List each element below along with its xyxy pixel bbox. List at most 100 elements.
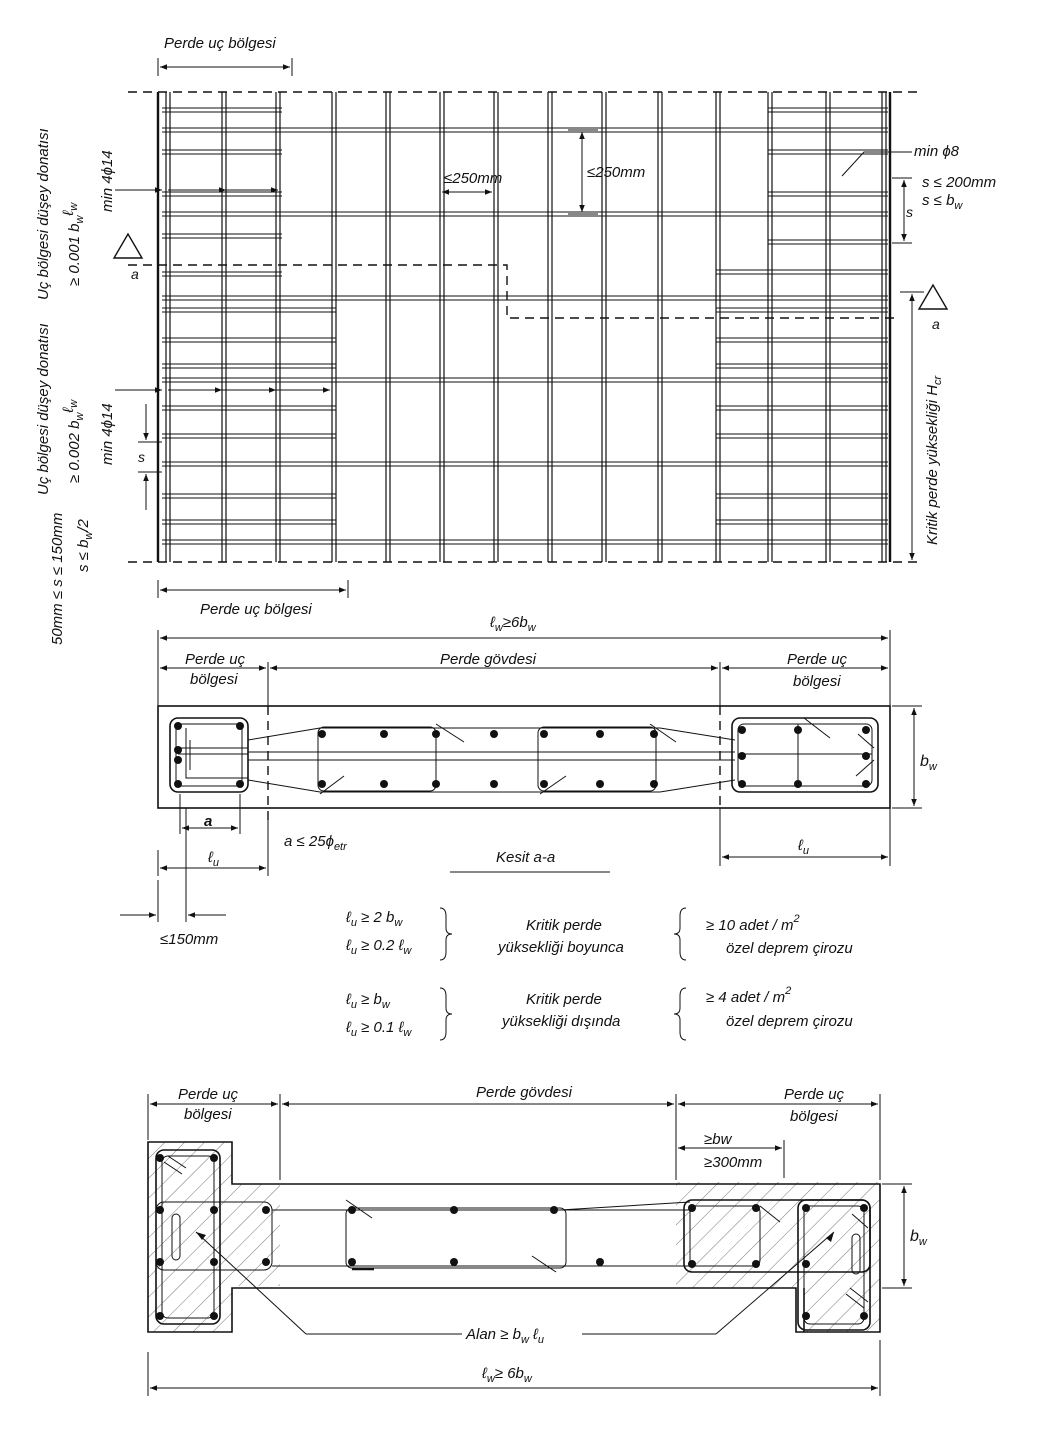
rebar-dot [318,730,326,738]
rule-1-cond-a: Kritik perde [526,917,602,934]
flanged-total-length: ℓw≥ 6bw [481,1365,533,1385]
rebar-dot [174,756,182,764]
rule-1a: ℓu ≥ 2 bw [345,909,403,929]
rebar-dot [156,1154,164,1162]
rebar-dot [236,780,244,788]
rebar-dot [380,780,388,788]
flanged-section: Perde uç bölgesi Perde gövdesi Perde uç … [147,1084,928,1396]
section-a-label: a [204,813,212,830]
rebar-dot [210,1206,218,1214]
rebar-dot [210,1312,218,1320]
rebar-dot [596,1258,604,1266]
min-bar-label: min ϕ8 [914,143,960,160]
rule-2-detail-a: ≥ 4 adet / m2 [706,985,791,1006]
right-s-label: s [906,204,913,220]
vertical-spacing-label: ≤250mm [587,164,645,181]
spacing-range: 50mm ≤ s ≤ 150mm [49,513,66,645]
vertical-bars [165,92,887,562]
section-lu-right: ℓu [797,837,809,857]
upper-end-zone-rebar-label: Uç bölgesi düşey donatısı [35,128,52,300]
rebar-dot [432,730,440,738]
rebar-dot [540,730,548,738]
rebar-dot [490,780,498,788]
flanged-bw: bw [910,1228,928,1248]
section-mark-right [917,283,949,310]
section-right-zone-2: bölgesi [793,673,841,690]
elevation-view: Perde uç bölgesi a a s [35,35,996,645]
rebar-dot [596,780,604,788]
rebar-dot [450,1258,458,1266]
rebar-dot [738,752,746,760]
rule-1-cond-b: yüksekliği boyunca [497,939,624,956]
critical-height-label: Kritik perde yüksekliği Hcr [924,374,944,545]
spacing-limit: s ≤ bw/2 [75,518,95,572]
rebar-dot [236,722,244,730]
rules-table: ℓu ≥ 2 bw ℓu ≥ 0.2 ℓw Kritik perde yükse… [345,907,853,1041]
rebar-dot [802,1204,810,1212]
rebar-dot [794,780,802,788]
rebar-dot [860,1204,868,1212]
section-total-length: ℓw≥6bw [489,614,537,634]
rebar-dot [450,1206,458,1214]
rebar-dot [738,780,746,788]
upper-end-zone-ratio: ≥ 0.001 bwℓw [60,202,86,286]
rebar-dot [550,1206,558,1214]
section-longitudinal-bars [174,722,870,788]
rule-2-cond-a: Kritik perde [526,991,602,1008]
rebar-dot [156,1206,164,1214]
rebar-dot [688,1260,696,1268]
rule-2a: ℓu ≥ bw [345,991,391,1011]
lower-end-zone-rebar-label: Uç bölgesi düşey donatısı [35,323,52,495]
rule-1b: ℓu ≥ 0.2 ℓw [345,937,412,957]
horizontal-spacing-label: ≤250mm [444,170,502,187]
section-left-zone-1: Perde uç [185,651,246,668]
section-left-zone-2: bölgesi [190,671,238,688]
section-bw: bw [920,753,938,773]
rebar-dot [210,1154,218,1162]
rule-2-cond-b: yüksekliği dışında [501,1013,620,1030]
rebar-dot [688,1204,696,1212]
rebar-dot [174,746,182,754]
rebar-dot [860,1312,868,1320]
bottom-end-zone-label: Perde uç bölgesi [200,601,312,618]
rebar-dot [596,730,604,738]
top-end-zone-label: Perde uç bölgesi [164,35,276,52]
right-spacing-2: s ≤ bw [922,192,963,212]
rebar-dot [210,1258,218,1266]
horizontal-bars [162,107,888,545]
rebar-dot [432,780,440,788]
section-web-label: Perde gövdesi [440,651,537,668]
section-tie-rule: a ≤ 25ϕetr [284,833,348,853]
rebar-dot [862,752,870,760]
flanged-left-zone-2: bölgesi [184,1106,232,1123]
rebar-dot [752,1204,760,1212]
flanged-left-zone-1: Perde uç [178,1086,239,1103]
rebar-dot [794,726,802,734]
section-mark-left [112,232,144,259]
rebar-dot [490,730,498,738]
rebar-dot [802,1312,810,1320]
rule-2-detail-b: özel deprem çirozu [726,1013,853,1030]
rule-1-detail-b: özel deprem çirozu [726,940,853,957]
section-lu-left: ℓu [207,849,219,869]
rebar-dot [318,780,326,788]
left-s-label: s [138,449,145,465]
rebar-dot [262,1206,270,1214]
flanged-longitudinal-bars [156,1154,868,1320]
rule-1-detail-a: ≥ 10 adet / m2 [706,913,800,934]
rebar-dot [738,726,746,734]
rebar-dot [540,780,548,788]
rebar-dot [650,730,658,738]
rule-2b: ℓu ≥ 0.1 ℓw [345,1019,412,1039]
flanged-dim-2: ≥300mm [704,1154,762,1171]
rebar-dot [174,722,182,730]
section-mark-left-label: a [131,266,139,282]
rebar-dot [862,780,870,788]
flanged-right-zone-1: Perde uç [784,1086,845,1103]
rebar-dot [262,1258,270,1266]
rebar-dot [650,780,658,788]
section-mark-right-label: a [932,316,940,332]
section-a-a: ℓw≥6bw Perde uç bölgesi Perde gövdesi Pe… [120,614,938,948]
section-caption: Kesit a-a [496,849,555,866]
